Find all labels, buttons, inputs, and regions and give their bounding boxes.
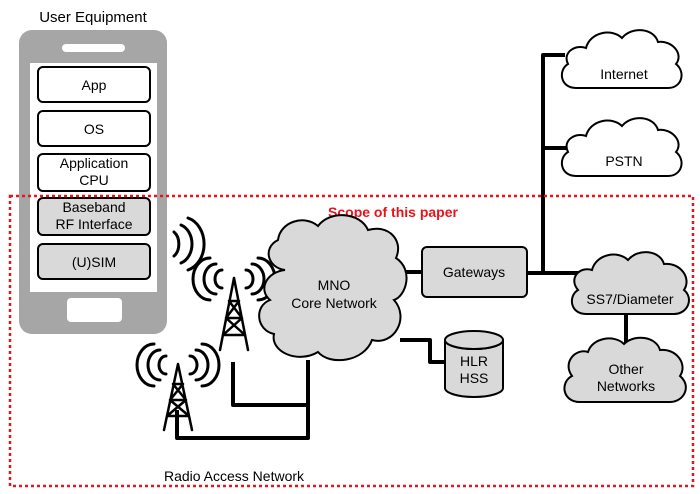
phone-home-button [67,298,122,322]
mno-core-label-line2: Core Network [291,295,378,311]
hlr-hss-database-icon [444,330,504,398]
pstn-label: PSTN [605,153,642,169]
phone-earpiece [62,44,125,52]
os-layer-label: OS [84,121,104,137]
ss7-diameter-label: SS7/Diameter [586,291,673,307]
other-networks-cloud [563,336,687,403]
baseband-layer-box [37,197,151,236]
usim-layer-box [37,243,151,280]
os-layer-box [37,110,151,147]
app-layer-box [37,66,151,103]
tower-mid-to-core-link [231,362,310,407]
hss-label: HSS [460,370,489,386]
pstn-cloud [560,117,683,177]
application-cpu-label-line2: CPU [79,172,109,188]
ss7-diameter-cloud [570,251,690,315]
internet-cloud [560,29,683,89]
baseband-label-line2: RF Interface [55,216,132,232]
tower-left-to-core-link [175,360,310,440]
application-cpu-label-line1: Application [60,155,129,171]
phone-radio-waves-icon [172,216,206,272]
gateways-to-internet-link [527,53,565,275]
other-networks-label-line1: Other [608,361,643,377]
other-networks-label-line2: Networks [597,378,655,394]
scope-label: Scope of this paper [328,204,458,220]
gateways-box [421,246,528,298]
gateways-label: Gateways [443,264,505,280]
scope-boundary [8,194,695,488]
application-cpu-layer-box [37,153,151,192]
hlr-label: HLR [460,353,488,369]
cell-tower-left-icon [135,342,221,432]
usim-layer-label: (U)SIM [72,254,116,270]
core-to-hlr-link [400,338,445,364]
mno-core-label-line1: MNO [318,277,351,293]
app-layer-label: App [82,77,107,93]
baseband-label-line1: Baseband [62,199,125,215]
user-equipment-title: User Equipment [39,9,147,26]
radio-access-network-label: Radio Access Network [164,468,305,484]
internet-label: Internet [600,66,648,82]
mno-core-network-cloud [258,214,408,361]
